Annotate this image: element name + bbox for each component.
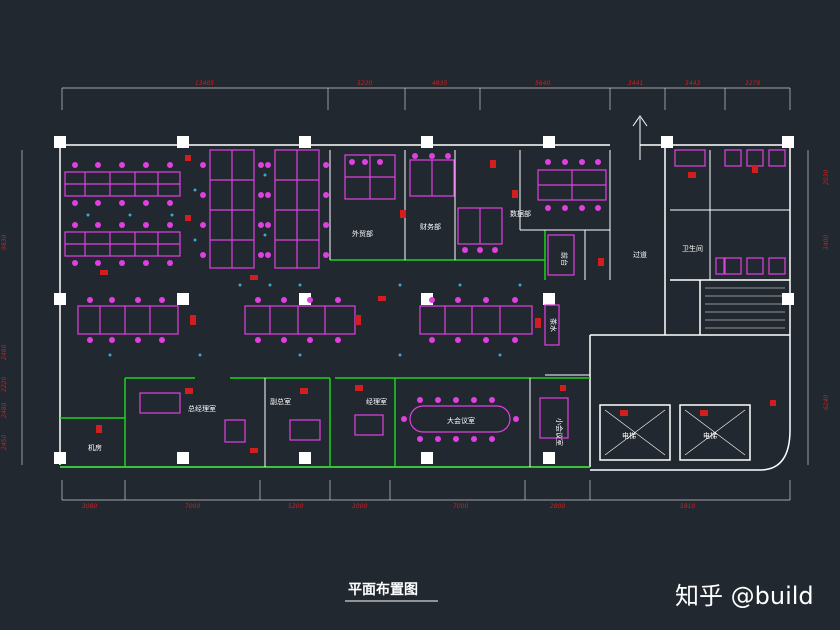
dim-bottom-4: 3000 [352, 503, 367, 510]
dim-bottom-7: 5910 [680, 503, 695, 510]
room-label-finance: 财务部 [420, 222, 441, 231]
room-label-small-meeting: 小会议室 [555, 418, 564, 446]
room-label-elevator-2: 电梯 [703, 431, 717, 440]
room-labels: 外贸部 财务部 数据部 过道 卫生间 机房 总经理室 副总室 经理室 大会议室 … [88, 209, 717, 452]
room-label-big-meeting: 大会议室 [447, 416, 475, 425]
dim-top-1: 13405 [195, 80, 214, 87]
stairs [705, 287, 785, 329]
dim-top-2: 5220 [357, 80, 372, 87]
dim-top-6: 3443 [685, 80, 700, 87]
room-label-gm: 总经理室 [188, 404, 216, 413]
dimension-lines [21, 87, 809, 501]
room-label-machine: 机房 [88, 443, 102, 452]
dim-left-4: 2480 [1, 403, 8, 418]
dim-top-4: 5640 [535, 80, 550, 87]
dim-left-1: 9830 [1, 235, 8, 250]
room-label-data: 数据部 [510, 209, 531, 218]
room-label-tea: 茶水 [549, 318, 558, 332]
dim-bottom-5: 7000 [453, 503, 468, 510]
watermark: 知乎 @build [675, 582, 814, 610]
room-label-restroom: 卫生间 [682, 244, 703, 253]
dim-left-3: 2220 [1, 377, 8, 392]
dim-bottom-2: 7000 [185, 503, 200, 510]
room-label-reception: 前台 [560, 252, 569, 266]
drawing-title: 平面布置图 [348, 581, 418, 598]
dim-top-3: 4935 [432, 80, 447, 87]
dim-left-2: 2480 [1, 345, 8, 360]
room-label-deputy: 副总室 [270, 397, 291, 406]
room-label-manager: 经理室 [366, 397, 387, 406]
room-label-sales: 外贸部 [352, 229, 373, 238]
interior-walls [264, 150, 790, 467]
dim-left-5: 2450 [1, 435, 8, 450]
floor-dots [86, 173, 522, 357]
dim-bottom-6: 2800 [550, 503, 565, 510]
room-label-corridor: 过道 [633, 250, 647, 259]
elevator-crosses [604, 409, 746, 456]
chairs [72, 153, 601, 442]
dim-bottom-3: 5200 [288, 503, 303, 510]
glass-partitions [60, 230, 590, 468]
north-arrow-icon [632, 115, 648, 160]
workstations [64, 149, 786, 443]
dim-right-3: 6240 [823, 395, 830, 410]
dim-right-2: 3400 [823, 235, 830, 250]
dim-top-7: 3278 [745, 80, 760, 87]
dim-top-5: 3441 [628, 80, 643, 87]
dim-right-1: 2030 [823, 170, 830, 185]
dim-bottom-1: 3080 [82, 503, 97, 510]
red-markers [96, 155, 776, 453]
room-label-elevator-1: 电梯 [622, 431, 636, 440]
dimension-texts: 13405 5220 4935 5640 3441 3443 3278 3080… [1, 80, 830, 510]
